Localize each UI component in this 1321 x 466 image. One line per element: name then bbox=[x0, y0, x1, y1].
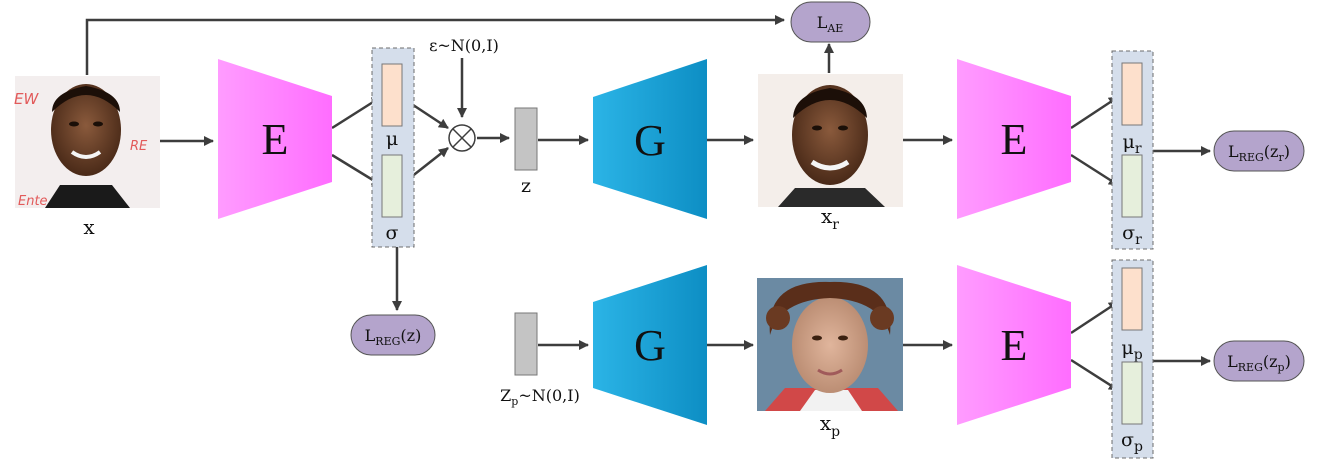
svg-text:LREG(z): LREG(z) bbox=[365, 326, 422, 348]
label-z: z bbox=[521, 175, 531, 197]
arrow-e3-to-mup bbox=[1070, 300, 1119, 335]
sigma-bar-r bbox=[1121, 154, 1143, 218]
svg-text:LREG(zp): LREG(zp) bbox=[1227, 352, 1291, 374]
mu-bar-p bbox=[1121, 267, 1143, 331]
label-x: x bbox=[83, 215, 95, 239]
encoder-block-3 bbox=[957, 265, 1071, 425]
label-sigma: σ bbox=[386, 222, 399, 244]
generator-label-2: G bbox=[634, 321, 666, 370]
arrow-e2-to-sigmar bbox=[1070, 153, 1119, 187]
label-sigma-r: σr bbox=[1122, 222, 1142, 248]
label-sigma-p: σp bbox=[1121, 429, 1143, 455]
mu-bar-r bbox=[1121, 62, 1143, 126]
label-mu-r: μr bbox=[1122, 131, 1141, 157]
loss-reg-z-pill: LREG(z) bbox=[350, 314, 436, 356]
zp-bar bbox=[514, 312, 538, 376]
encoder-block-1 bbox=[218, 59, 332, 219]
arrow-e2-to-mur bbox=[1070, 95, 1119, 130]
svg-text:EW: EW bbox=[14, 90, 39, 108]
z-bar bbox=[514, 107, 538, 171]
generator-block-2 bbox=[593, 265, 707, 425]
generated-face bbox=[757, 278, 903, 411]
loss-reg-zr-pill: LREG(zr) bbox=[1213, 130, 1305, 172]
svg-text:Ente: Ente bbox=[18, 194, 48, 209]
svg-text:LREG(zr): LREG(zr) bbox=[1228, 142, 1290, 164]
svg-text:RE: RE bbox=[130, 139, 148, 154]
label-xr: xr bbox=[821, 204, 839, 233]
label-mu-p: μp bbox=[1121, 337, 1142, 363]
label-mu: μ bbox=[386, 128, 398, 150]
encoder-label-2: E bbox=[1001, 115, 1028, 164]
reconstructed-face bbox=[758, 74, 903, 207]
mu-bar-1 bbox=[381, 63, 403, 127]
sigma-bar-p bbox=[1121, 361, 1143, 425]
input-face-photo: EW RE Ente bbox=[14, 76, 160, 209]
generator-label-1: G bbox=[634, 116, 666, 165]
arrow-e3-to-sigmap bbox=[1070, 358, 1119, 392]
label-zp: Zp~N(0,I) bbox=[500, 386, 580, 408]
encoder-block-2 bbox=[957, 59, 1071, 219]
svg-text:LAE: LAE bbox=[817, 13, 844, 35]
loss-reg-zp-pill: LREG(zp) bbox=[1213, 340, 1305, 382]
label-xp: xp bbox=[820, 411, 840, 440]
label-epsilon: ε~N(0,I) bbox=[429, 36, 499, 55]
sigma-bar-1 bbox=[381, 154, 403, 218]
multiply-node bbox=[448, 124, 476, 152]
encoder-label-1: E bbox=[262, 115, 289, 164]
loss-ae-pill: LAE bbox=[790, 1, 871, 43]
generator-block-1 bbox=[593, 59, 707, 219]
arrow-x-to-lae bbox=[85, 15, 785, 75]
encoder-label-3: E bbox=[1001, 321, 1028, 370]
